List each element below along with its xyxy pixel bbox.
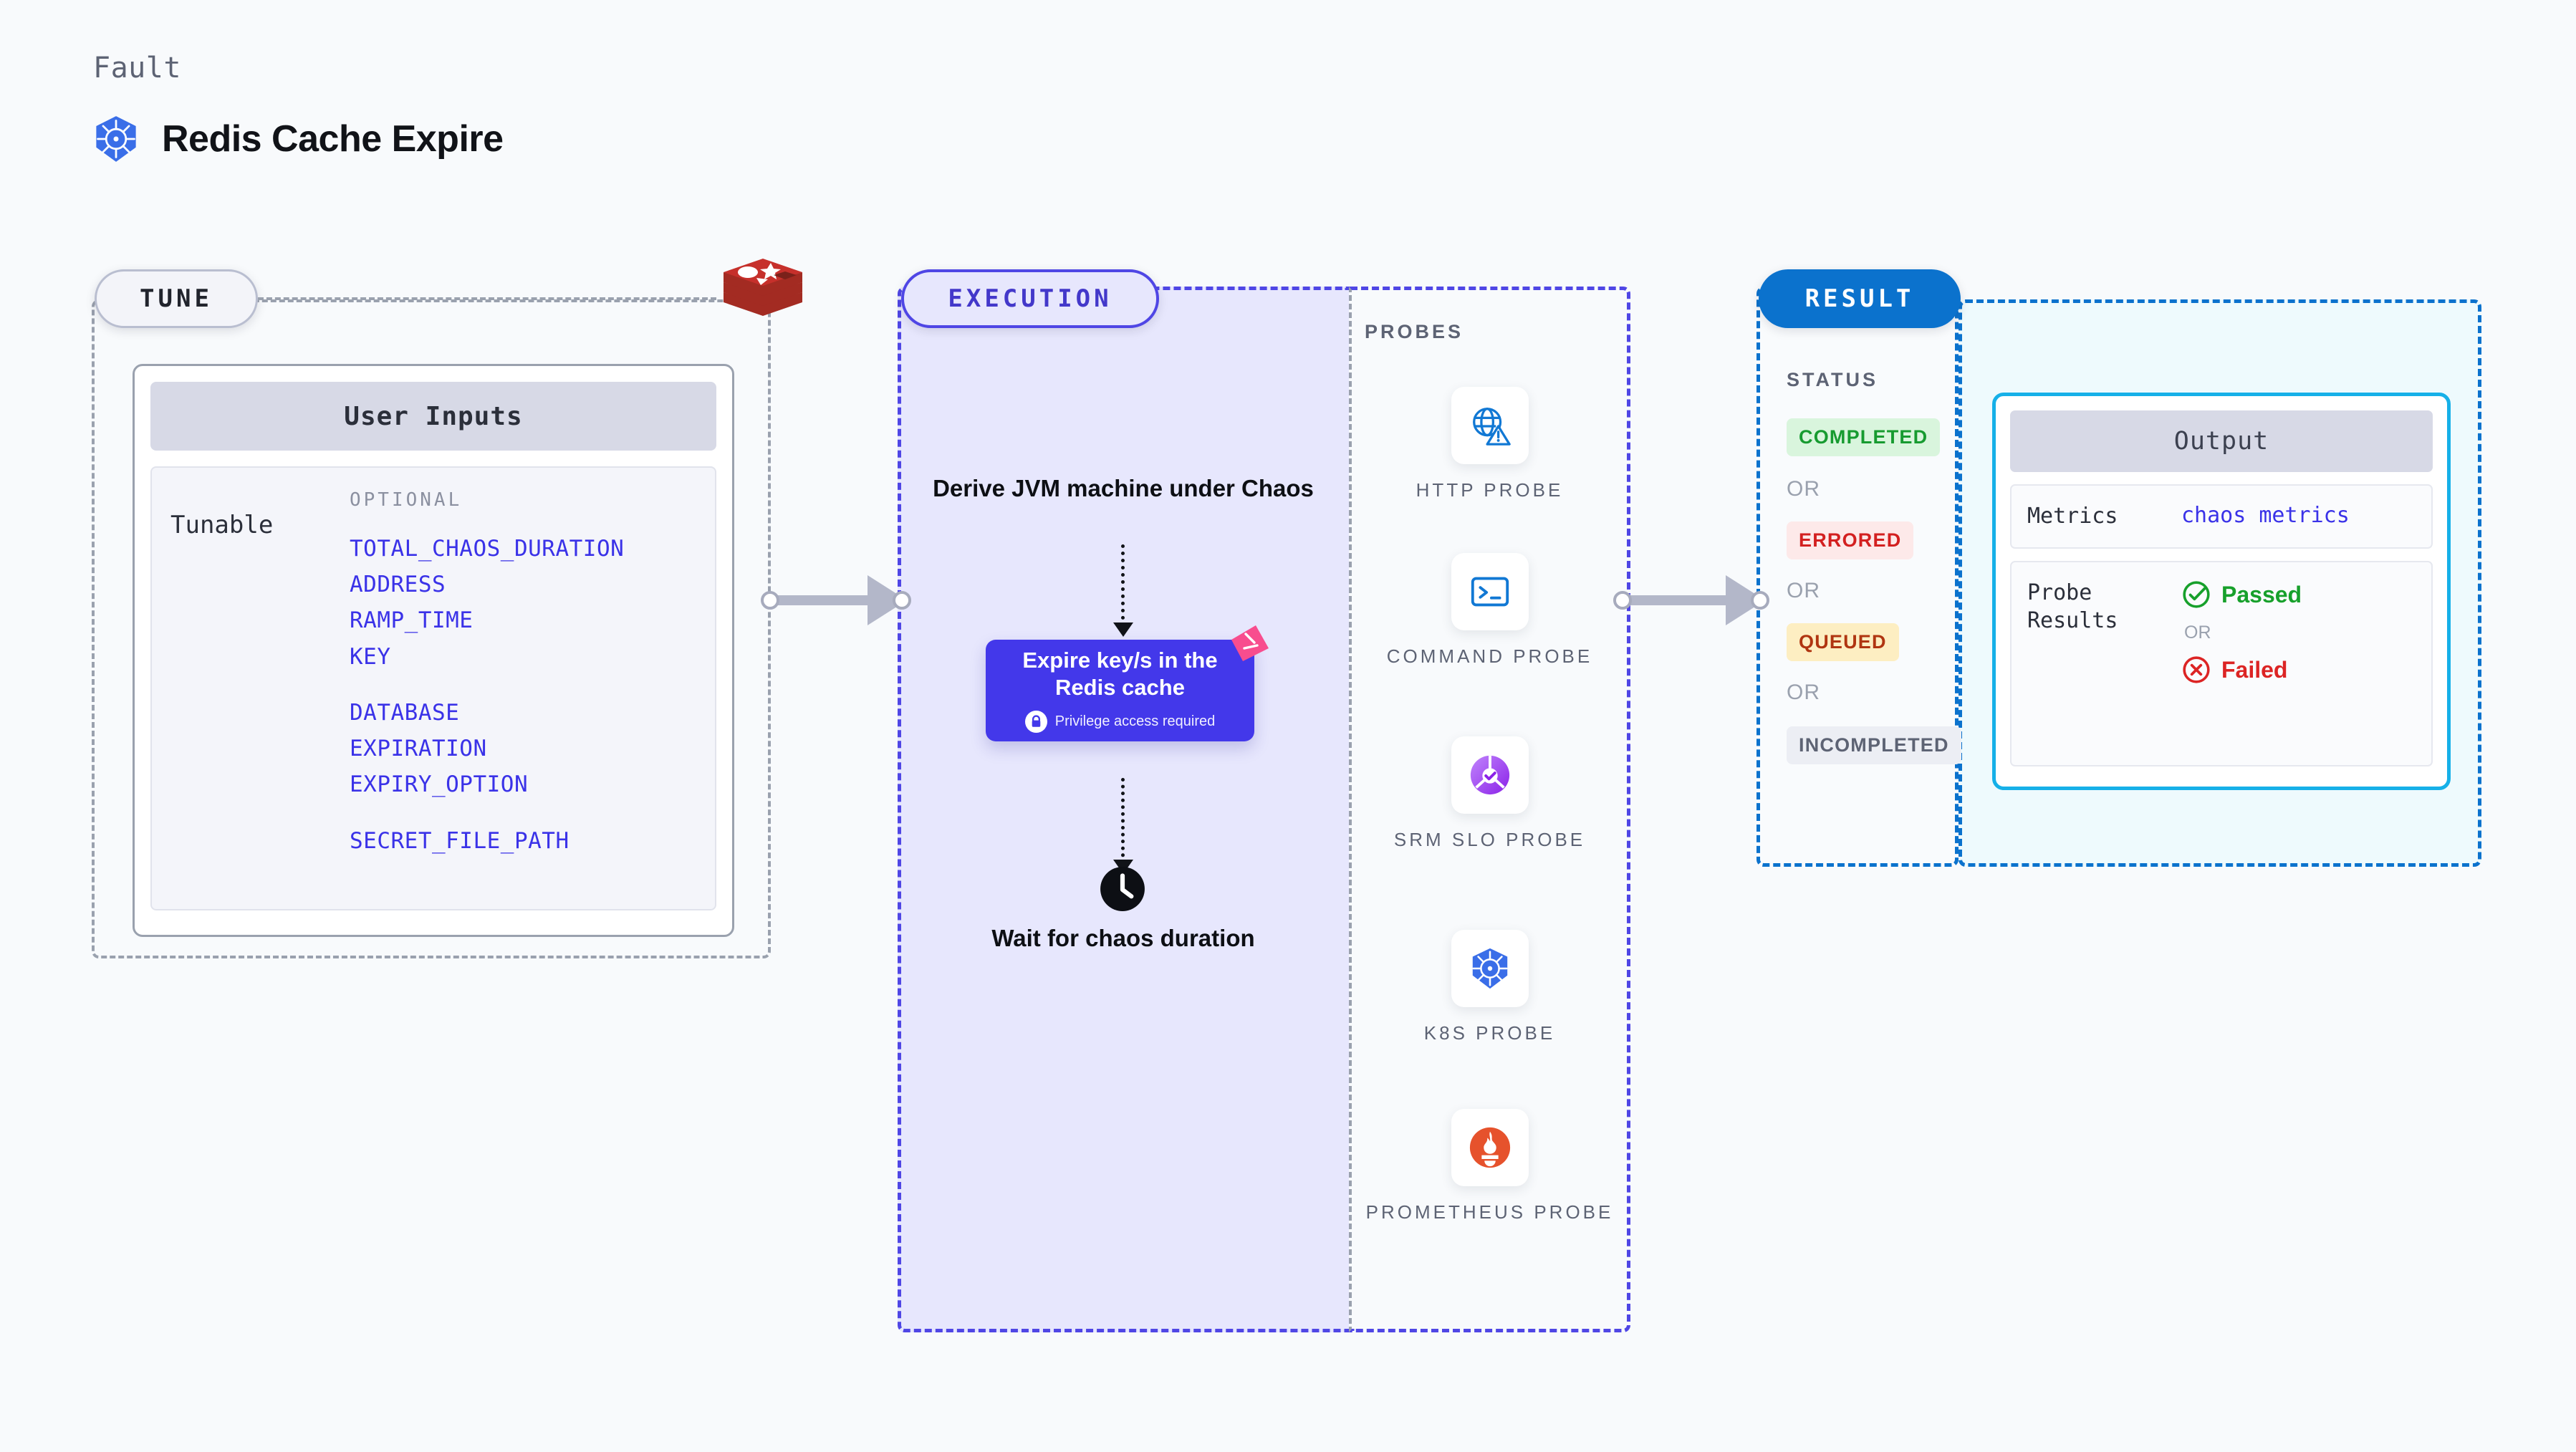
output-card-title: Output (2010, 410, 2433, 472)
param-secret-file-path[interactable]: SECRET_FILE_PATH (350, 827, 569, 854)
output-card: Output Metrics chaos metrics Probe Resul… (1992, 393, 2451, 790)
execution-action-card[interactable]: Expire key/s in the Redis cache Privileg… (986, 625, 1269, 741)
status-region (1756, 287, 1959, 867)
harness-ribbon-icon (1231, 625, 1269, 661)
param-database[interactable]: DATABASE (350, 699, 460, 726)
output-probe-results-row: Probe Results Passed OR Failed (2010, 561, 2433, 767)
slo-donut-check-icon (1470, 755, 1509, 795)
flow-arrow-down-1 (1113, 544, 1133, 637)
connector-start-dot (1613, 591, 1632, 610)
stage-pill-execution[interactable]: EXECUTION (901, 269, 1159, 328)
probe-results-label: Probe Results (2027, 580, 2118, 633)
clock-icon (1100, 867, 1145, 911)
probe-tile (1451, 930, 1529, 1007)
probe-item-http[interactable]: HTTP PROBE (1349, 387, 1630, 503)
user-inputs-title: User Inputs (150, 382, 716, 451)
check-circle-icon (2183, 581, 2210, 608)
stage-pill-result[interactable]: RESULT (1759, 269, 1961, 328)
status-badge-completed: COMPLETED (1787, 418, 1941, 456)
probe-tile (1451, 387, 1529, 464)
tunable-params-column: OPTIONAL TOTAL_CHAOS_DURATION ADDRESS RA… (350, 489, 696, 888)
probe-tile (1451, 553, 1529, 630)
stage-pill-tune[interactable]: TUNE (95, 269, 258, 328)
optional-label: OPTIONAL (350, 489, 463, 511)
probe-name: COMMAND PROBE (1386, 645, 1593, 667)
tune-region (92, 299, 771, 958)
metrics-value[interactable]: chaos metrics (2181, 503, 2350, 528)
connector-end-dot (893, 591, 911, 610)
prometheus-torch-icon (1469, 1127, 1510, 1168)
connector-start-dot (761, 591, 779, 610)
probe-passed-label: Passed (2221, 581, 2302, 607)
wait-step-label: Wait for chaos duration (991, 925, 1255, 951)
param-key[interactable]: KEY (350, 643, 391, 670)
metrics-label: Metrics (2027, 504, 2118, 529)
status-badge-queued: QUEUED (1787, 623, 1899, 661)
status-label: STATUS (1787, 369, 1878, 390)
probes-label: PROBES (1365, 321, 1464, 342)
flow-arrow-down-2 (1113, 778, 1133, 874)
page-kicker: Fault (93, 52, 181, 85)
privilege-row: Privilege access required (1024, 710, 1216, 733)
terminal-icon (1471, 577, 1509, 607)
user-inputs-card: User Inputs Tunable OPTIONAL TOTAL_CHAOS… (133, 364, 734, 937)
probe-name: K8S PROBE (1423, 1022, 1556, 1044)
probe-results-or: OR (2184, 622, 2211, 643)
status-badge-incompleted: INCOMPLETED (1787, 726, 1961, 764)
probe-failed-label: Failed (2221, 656, 2288, 683)
status-or-1: OR (1787, 477, 1820, 501)
output-metrics-row: Metrics chaos metrics (2010, 484, 2433, 549)
connector-end-dot (1751, 591, 1769, 610)
tune-leader-line (258, 297, 716, 300)
kubernetes-icon (1471, 948, 1508, 989)
param-address[interactable]: ADDRESS (350, 572, 446, 598)
page-title: Redis Cache Expire (162, 118, 504, 160)
probe-item-prometheus[interactable]: PROMETHEUS PROBE (1349, 1109, 1630, 1225)
probe-item-k8s[interactable]: K8S PROBE (1349, 930, 1630, 1046)
redis-icon (724, 259, 802, 316)
execution-step-label: Derive JVM machine under Chaos (933, 475, 1314, 501)
globe-warning-icon (1472, 408, 1511, 446)
probe-item-srm-slo[interactable]: SRM SLO PROBE (1349, 736, 1630, 852)
probe-name: PROMETHEUS PROBE (1365, 1201, 1614, 1223)
probe-result-failed: Failed (2181, 655, 2302, 685)
tunable-box: Tunable OPTIONAL TOTAL_CHAOS_DURATION AD… (150, 466, 716, 910)
connector-tune-to-execution (761, 575, 911, 625)
param-ramp-time[interactable]: RAMP_TIME (350, 607, 474, 634)
status-badge-errored: ERRORED (1787, 521, 1914, 559)
kubernetes-icon (96, 116, 136, 162)
connector-shaft (777, 595, 871, 605)
probe-results-values: Passed OR Failed (2181, 580, 2302, 748)
probe-result-passed: Passed (2181, 580, 2302, 610)
param-expiry-option[interactable]: EXPIRY_OPTION (350, 771, 529, 798)
page-header: Redis Cache Expire (92, 115, 504, 163)
param-total-chaos-duration[interactable]: TOTAL_CHAOS_DURATION (350, 536, 625, 562)
probe-name: SRM SLO PROBE (1393, 829, 1586, 850)
tunable-label: Tunable (170, 511, 274, 539)
privilege-text: Privilege access required (1054, 713, 1216, 729)
connector-execution-to-result (1613, 575, 1769, 625)
probe-item-command[interactable]: COMMAND PROBE (1349, 553, 1630, 669)
action-card-title: Expire key/s in the Redis cache (1022, 648, 1218, 700)
probe-tile (1451, 1109, 1529, 1186)
lock-icon (1024, 710, 1047, 733)
connector-shaft (1630, 595, 1729, 605)
x-circle-icon (2183, 656, 2210, 683)
probe-tile (1451, 736, 1529, 814)
param-expiration[interactable]: EXPIRATION (350, 736, 487, 762)
status-or-3: OR (1787, 681, 1820, 704)
status-or-2: OR (1787, 579, 1820, 602)
probe-name: HTTP PROBE (1416, 479, 1564, 501)
